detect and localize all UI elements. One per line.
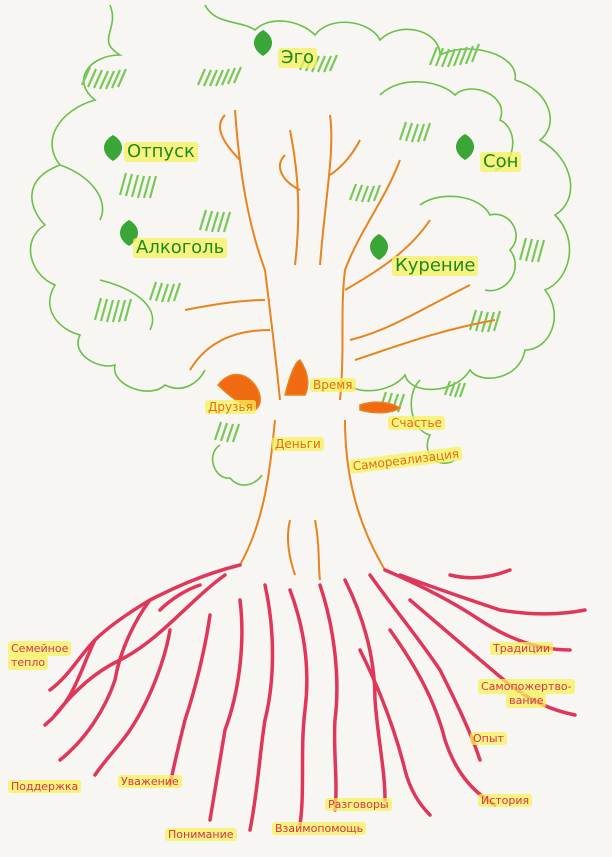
label-smoking: Курение bbox=[392, 256, 479, 276]
label-family-warmth-line2: тепло bbox=[8, 654, 49, 670]
tree-trunk bbox=[184, 109, 496, 581]
label-understanding: Понимание bbox=[165, 828, 237, 841]
label-support: Поддержка bbox=[8, 780, 82, 793]
label-conversations: Разговоры bbox=[325, 798, 392, 811]
leaf-icon bbox=[369, 234, 389, 260]
label-alcohol: Алкоголь bbox=[133, 238, 228, 258]
label-family-warmth-line1: Семейное bbox=[8, 641, 72, 656]
label-money: Деньги bbox=[272, 437, 324, 451]
label-traditions: Традиции bbox=[490, 642, 553, 655]
label-ego: Эго bbox=[278, 48, 318, 68]
label-time: Время bbox=[310, 378, 356, 392]
label-self-sacrifice-line2: вание bbox=[506, 692, 547, 708]
tree-crown bbox=[29, 4, 572, 486]
leaf-icon bbox=[253, 30, 273, 56]
label-happiness: Счастье bbox=[388, 416, 445, 430]
label-sleep: Сон bbox=[480, 152, 522, 172]
leaf-icon bbox=[103, 135, 123, 161]
label-respect: Уважение bbox=[118, 775, 182, 788]
label-vacation: Отпуск bbox=[124, 142, 198, 162]
label-self-sacrifice-line1: Самопожертво- bbox=[478, 679, 575, 694]
label-mutual-help: Взаимопомощь bbox=[272, 822, 367, 835]
leaf-icon bbox=[455, 134, 475, 160]
label-experience: Опыт bbox=[470, 732, 507, 745]
label-history: История bbox=[478, 794, 533, 807]
label-family-warmth: Семейное тепло bbox=[8, 641, 72, 670]
label-friends: Друзья bbox=[205, 400, 256, 414]
label-self-sacrifice: Самопожертво- вание bbox=[478, 679, 575, 708]
